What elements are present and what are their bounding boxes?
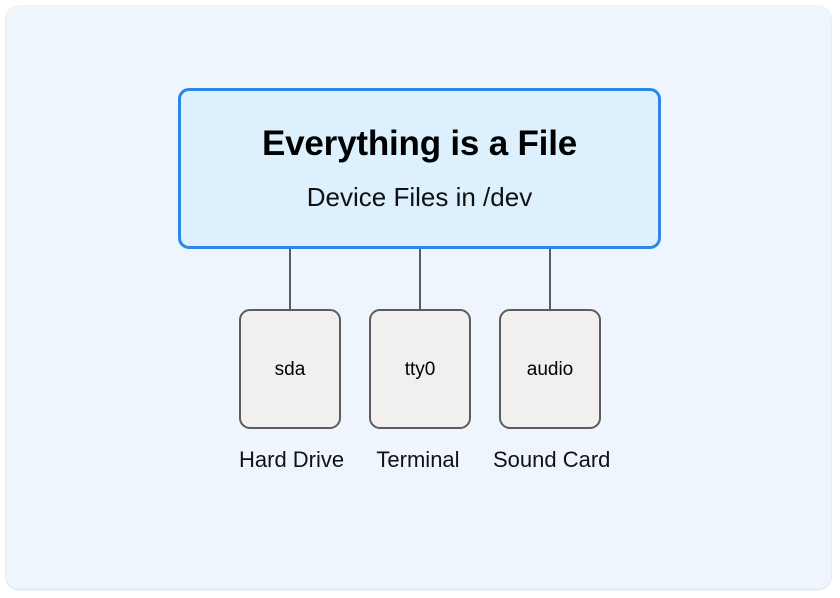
root-node-title: Everything is a File [262,123,577,163]
device-caption-hard-drive: Hard Drive [239,447,345,472]
device-node-audio[interactable]: audio [499,309,601,429]
device-node-label-audio: audio [526,358,574,380]
device-node-tty0[interactable]: tty0 [369,309,471,429]
diagram-canvas: Everything is a File Device Files in /de… [6,6,831,589]
connector-line-audio [549,243,551,311]
connector-line-tty0 [419,243,421,311]
device-caption-sound-card: Sound Card [493,447,611,472]
connector-line-sda [289,243,291,311]
device-caption-terminal: Terminal [376,447,460,472]
root-node-subtitle: Device Files in /dev [306,182,533,213]
device-node-label-tty0: tty0 [404,358,436,380]
device-node-label-sda: sda [274,358,306,380]
device-node-sda[interactable]: sda [239,309,341,429]
root-node-everything-is-a-file[interactable]: Everything is a File Device Files in /de… [178,88,661,249]
